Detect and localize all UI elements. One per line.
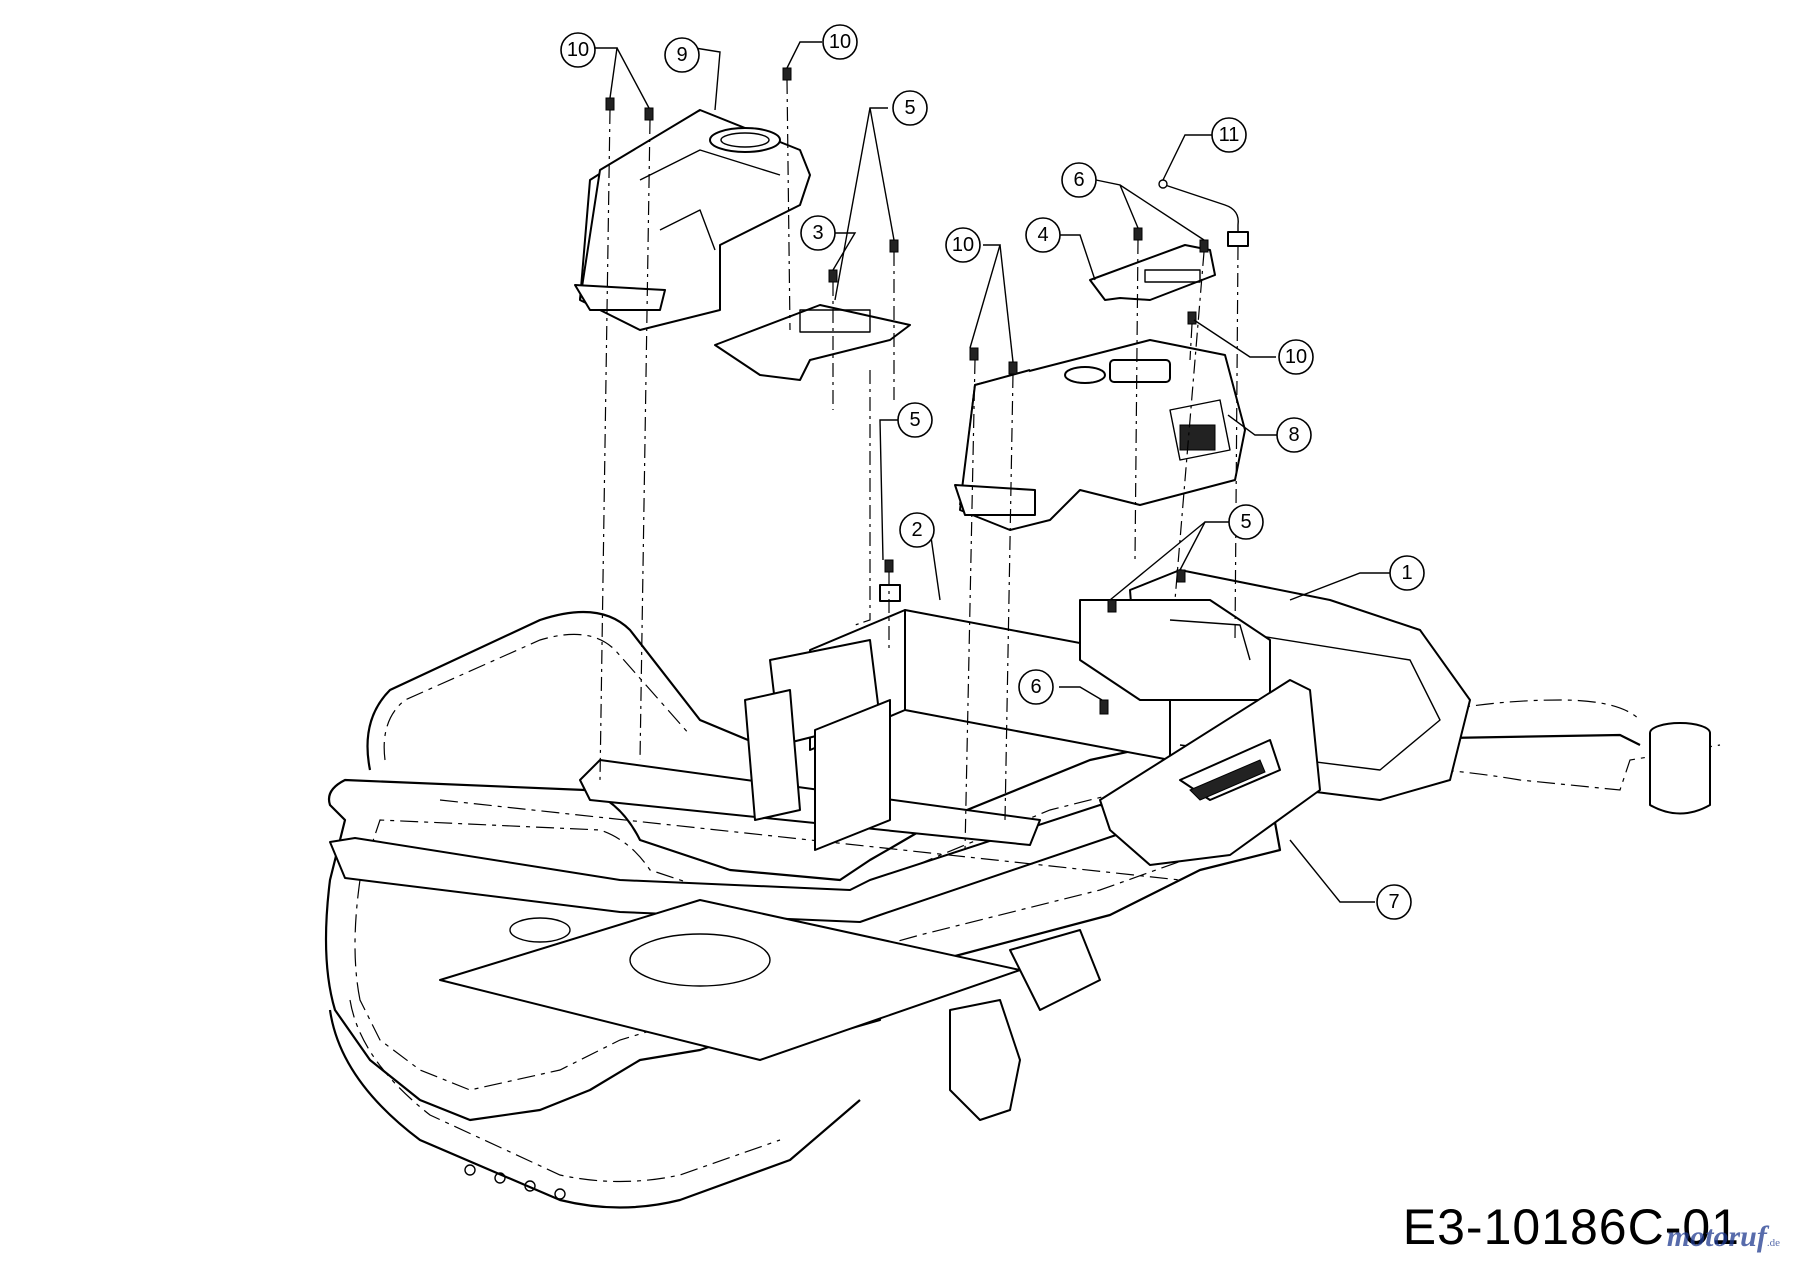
watermark-text: motoruf: [1666, 1220, 1767, 1253]
part-9-left-console: [574, 109, 811, 331]
callout-9[interactable]: 9: [664, 37, 700, 73]
part-11-rod: [1158, 179, 1249, 247]
svg-text:5: 5: [1240, 511, 1251, 533]
part-7-side-tray: [1099, 679, 1321, 866]
svg-text:6: 6: [1030, 676, 1041, 698]
callout-2[interactable]: 2: [899, 512, 935, 548]
svg-text:10: 10: [567, 39, 589, 61]
svg-text:3: 3: [812, 222, 823, 244]
callout-5[interactable]: 5: [1228, 504, 1264, 540]
watermark-suffix: .de: [1766, 1237, 1780, 1249]
callout-6[interactable]: 6: [1061, 162, 1097, 198]
part-8-right-console: [954, 339, 1246, 531]
svg-text:1: 1: [1401, 562, 1412, 584]
callouts: 10 9 10 5 11 6 3 10 4 10 5 8 5 2 1 6 7: [560, 24, 1425, 920]
svg-text:9: 9: [676, 44, 687, 66]
svg-text:6: 6: [1073, 169, 1084, 191]
callout-6[interactable]: 6: [1018, 669, 1054, 705]
svg-text:10: 10: [1285, 346, 1307, 368]
svg-text:10: 10: [952, 234, 974, 256]
callout-10[interactable]: 10: [560, 32, 596, 68]
svg-text:8: 8: [1288, 424, 1299, 446]
callout-10[interactable]: 10: [1278, 339, 1314, 375]
callout-11[interactable]: 11: [1211, 117, 1247, 153]
callout-1[interactable]: 1: [1389, 555, 1425, 591]
callout-10[interactable]: 10: [822, 24, 858, 60]
svg-text:7: 7: [1388, 891, 1399, 913]
part-4-plate: [1089, 244, 1216, 301]
callout-3[interactable]: 3: [800, 215, 836, 251]
callout-4[interactable]: 4: [1025, 217, 1061, 253]
svg-text:11: 11: [1219, 124, 1240, 146]
part-3-plate: [714, 304, 911, 381]
svg-text:5: 5: [909, 409, 920, 431]
svg-text:2: 2: [911, 519, 922, 541]
drawing-number: E3-10186C-01: [1402, 1199, 1740, 1255]
assembly-lines: [599, 79, 1239, 851]
callout-10[interactable]: 10: [945, 227, 981, 263]
svg-text:5: 5: [904, 97, 915, 119]
callout-7[interactable]: 7: [1376, 884, 1412, 920]
svg-text:4: 4: [1037, 224, 1048, 246]
svg-text:10: 10: [829, 31, 851, 53]
watermark-logo: motoruf.de: [1667, 1220, 1780, 1254]
callout-5[interactable]: 5: [892, 90, 928, 126]
callout-5[interactable]: 5: [897, 402, 933, 438]
callout-8[interactable]: 8: [1276, 417, 1312, 453]
